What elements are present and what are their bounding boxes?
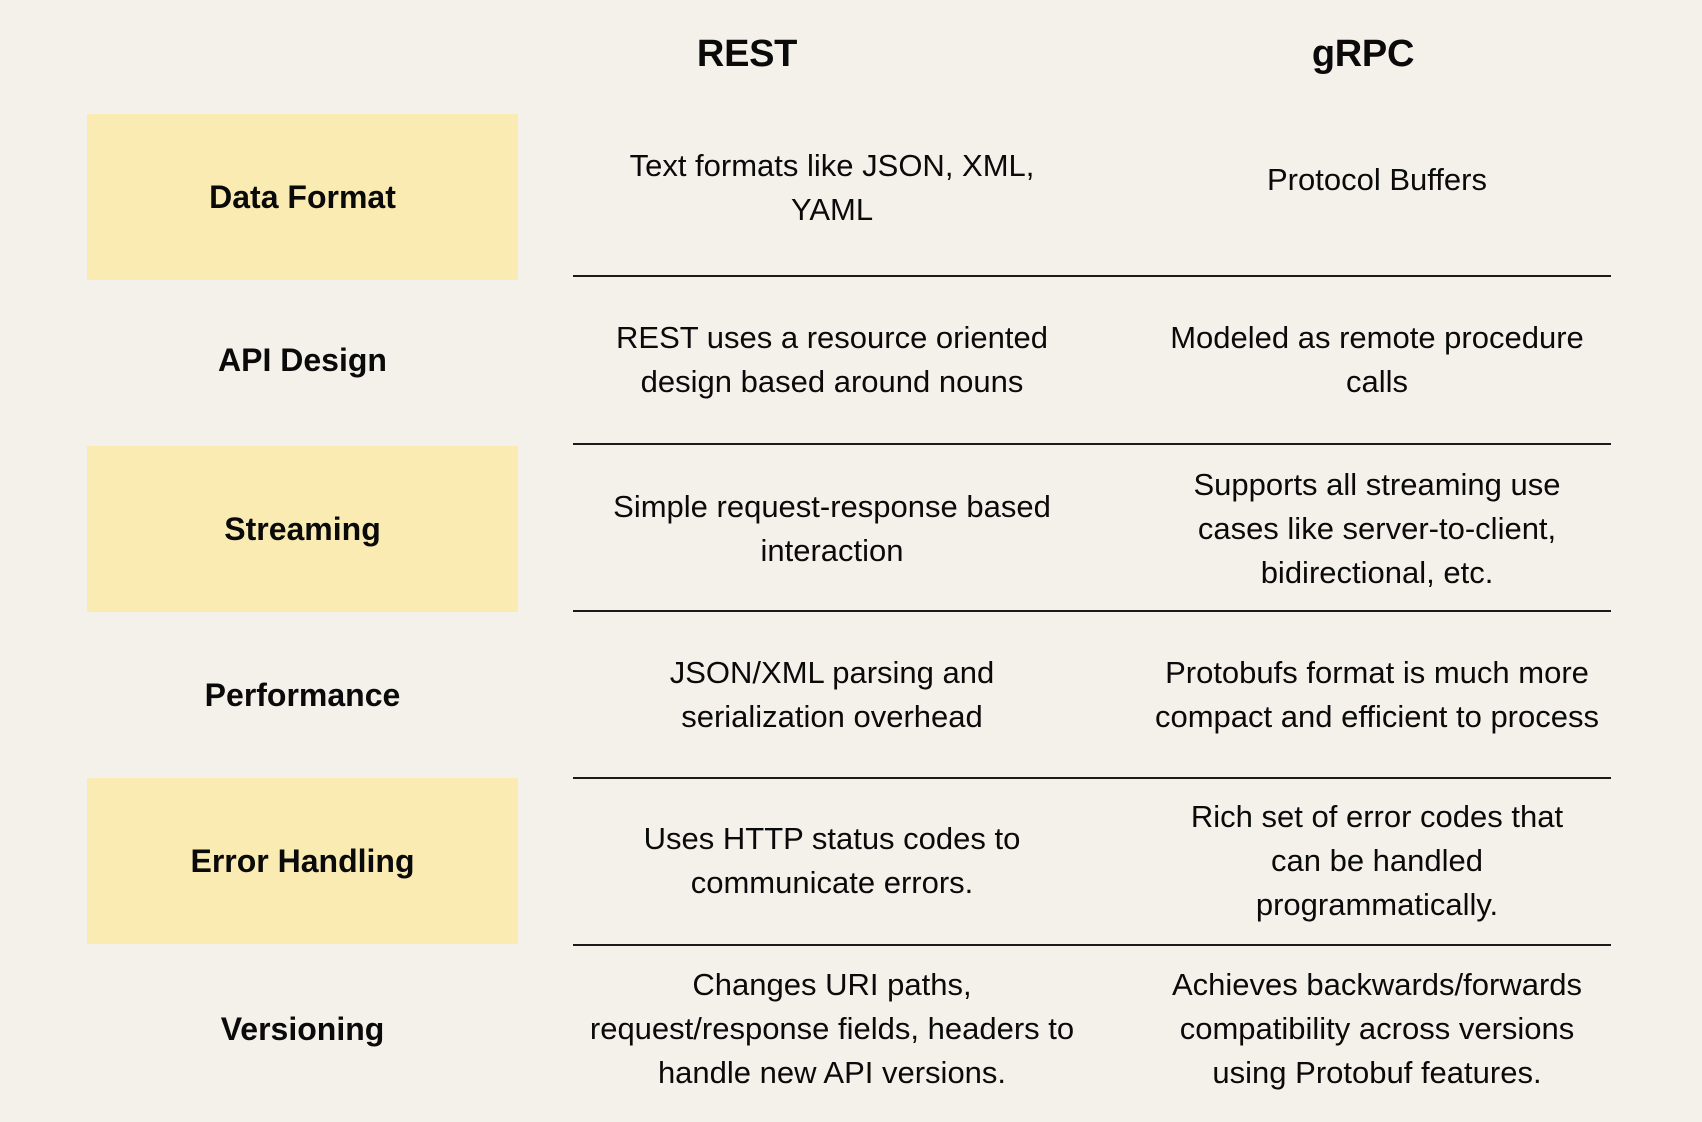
- row-divider: [573, 610, 1611, 612]
- rest-value: JSON/XML parsing and serialization overh…: [669, 655, 995, 734]
- row-label-streaming: Streaming: [87, 446, 518, 612]
- grpc-value: Rich set of error codes that can be hand…: [1190, 799, 1564, 922]
- grpc-value: Protocol Buffers: [1267, 162, 1487, 197]
- rest-cell-error-handling: Uses HTTP status codes to communicate er…: [573, 778, 1091, 944]
- rest-value: REST uses a resource oriented design bas…: [616, 320, 1048, 399]
- column-header-grpc: gRPC: [1311, 33, 1415, 75]
- rest-value: Text formats like JSON, XML, YAML: [629, 148, 1035, 227]
- row-label-performance: Performance: [204, 676, 401, 713]
- rest-cell-streaming: Simple request-response based interactio…: [573, 446, 1091, 612]
- rest-value: Changes URI paths, request/response fiel…: [589, 967, 1075, 1090]
- row-label-versioning: Versioning: [220, 1010, 385, 1047]
- row-label-data-format: Data Format: [87, 114, 518, 280]
- grpc-cell-error-handling: Rich set of error codes that can be hand…: [1140, 778, 1614, 944]
- rest-cell-performance: JSON/XML parsing and serialization overh…: [573, 612, 1091, 778]
- row-divider: [573, 275, 1611, 277]
- rest-cell-versioning: Changes URI paths, request/response fiel…: [573, 946, 1091, 1112]
- table-row-performance: Performance JSON/XML parsing and seriali…: [0, 612, 1702, 778]
- grpc-value: Protobufs format is much more compact an…: [1154, 655, 1599, 734]
- table-row-error-handling: Error Handling Uses HTTP status codes to…: [0, 778, 1702, 944]
- rest-cell-api-design: REST uses a resource oriented design bas…: [573, 277, 1091, 443]
- table-row-streaming: Streaming Simple request-response based …: [0, 446, 1702, 612]
- row-divider: [573, 777, 1611, 779]
- table-row-api-design: API Design REST uses a resource oriented…: [0, 277, 1702, 443]
- grpc-value: Achieves backwards/forwards compatibilit…: [1171, 967, 1583, 1090]
- grpc-cell-versioning: Achieves backwards/forwards compatibilit…: [1140, 946, 1614, 1112]
- rest-value: Simple request-response based interactio…: [613, 489, 1051, 568]
- rest-value: Uses HTTP status codes to communicate er…: [643, 821, 1021, 900]
- row-label-error-handling: Error Handling: [87, 778, 518, 944]
- row-divider: [573, 944, 1611, 946]
- rest-cell-data-format: Text formats like JSON, XML, YAML: [573, 114, 1091, 280]
- column-header-rest: REST: [696, 33, 798, 75]
- grpc-cell-data-format: Protocol Buffers: [1140, 114, 1614, 280]
- row-label-api-design: API Design: [218, 341, 387, 378]
- grpc-cell-performance: Protobufs format is much more compact an…: [1140, 612, 1614, 778]
- table-row-data-format: Data Format Text formats like JSON, XML,…: [0, 114, 1702, 280]
- grpc-value: Supports all streaming use cases like se…: [1193, 467, 1561, 590]
- row-divider: [573, 443, 1611, 445]
- grpc-cell-api-design: Modeled as remote procedure calls: [1140, 277, 1614, 443]
- grpc-value: Modeled as remote procedure calls: [1170, 320, 1584, 399]
- table-row-versioning: Versioning Changes URI paths, request/re…: [0, 946, 1702, 1112]
- grpc-cell-streaming: Supports all streaming use cases like se…: [1140, 446, 1614, 612]
